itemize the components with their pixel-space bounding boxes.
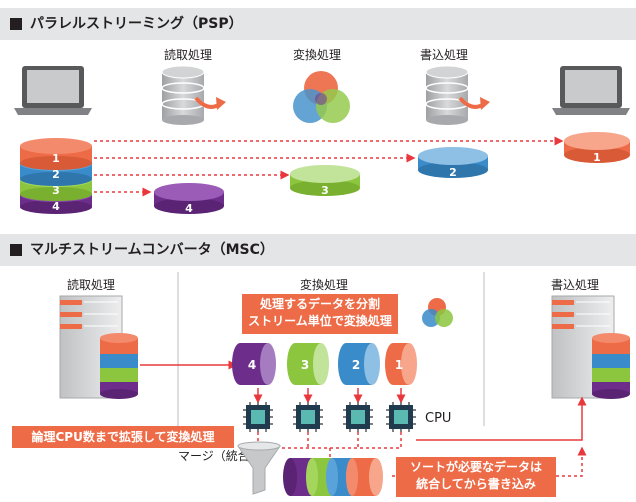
stream-cylinder-1 [385, 343, 417, 385]
disk-3 [290, 165, 360, 196]
stream-number-1: 1 [395, 358, 403, 372]
stream-number-4: 4 [248, 358, 256, 372]
psp-title: パラレルストリーミング（PSP） [30, 16, 243, 32]
disk-4-number: 4 [185, 202, 193, 215]
stream-number-3: 3 [301, 358, 309, 372]
psp-read-label: 読取処理 [164, 48, 213, 62]
stack-number-3: 3 [52, 184, 60, 197]
disk-1-number: 1 [593, 151, 601, 164]
callout-sort-line1: ソートが必要なデータは [409, 460, 542, 474]
psp-transform-label: 変換処理 [293, 48, 342, 62]
msc-transform-label: 変換処理 [300, 278, 349, 292]
psp-write-label: 書込処理 [420, 48, 469, 62]
disk-2-number: 2 [449, 166, 457, 179]
cpu-chip-icon [386, 402, 416, 432]
merge-label: マージ（統合） [178, 449, 262, 463]
stream-cylinder-3 [287, 343, 329, 385]
bullet-square-icon [10, 18, 22, 30]
callout-sort: ソートが必要なデータは 統合してから書き込み [396, 457, 556, 497]
venn-icon [422, 298, 453, 327]
stack-number-4: 4 [52, 200, 60, 213]
msc-header: マルチストリームコンバータ（MSC） [0, 234, 636, 266]
msc-title: マルチストリームコンバータ（MSC） [30, 242, 274, 258]
disk-4 [154, 183, 224, 214]
stream-cylinder-4 [232, 343, 276, 385]
database-icon [161, 65, 226, 125]
database-icon [100, 333, 138, 399]
bullet-square-icon [10, 244, 22, 256]
callout-cpu: 論理CPU数まで拡張して変換処理 [12, 426, 234, 448]
merged-cylinder [283, 458, 383, 496]
merge-lines [257, 432, 402, 458]
msc-write-label: 書込処理 [551, 278, 600, 292]
cpu-to-write-arrow [416, 396, 587, 441]
callout-split-line2: ストリーム単位で変換処理 [248, 314, 392, 328]
source-disk-stack [20, 138, 92, 214]
msc-read-label: 読取処理 [67, 278, 116, 292]
database-icon [425, 65, 490, 125]
stream-number-2: 2 [352, 358, 360, 372]
callout-split: 処理するデータを分割 ストリーム単位で変換処理 [242, 294, 398, 334]
cpu-chip-icon [293, 402, 323, 432]
stack-number-1: 1 [52, 152, 60, 165]
stream-cylinder-2 [338, 343, 380, 385]
disk-3-number: 3 [321, 184, 329, 197]
merged-to-write-arrow [556, 446, 587, 477]
laptop-icon [552, 66, 630, 115]
cpu-chip-icon [243, 402, 273, 432]
psp-header: パラレルストリーミング（PSP） [0, 8, 636, 40]
database-icon [592, 333, 630, 399]
laptop-icon [14, 66, 92, 115]
venn-icon [293, 71, 350, 123]
funnel-icon [237, 441, 281, 495]
callout-sort-line2: 統合してから書き込み [416, 477, 536, 491]
disk-2 [418, 147, 488, 178]
cpu-label: CPU [425, 411, 452, 426]
disk-1 [564, 132, 630, 163]
cpu-chip-icon [343, 402, 373, 432]
callout-split-line1: 処理するデータを分割 [259, 297, 380, 311]
stack-number-2: 2 [52, 168, 60, 181]
